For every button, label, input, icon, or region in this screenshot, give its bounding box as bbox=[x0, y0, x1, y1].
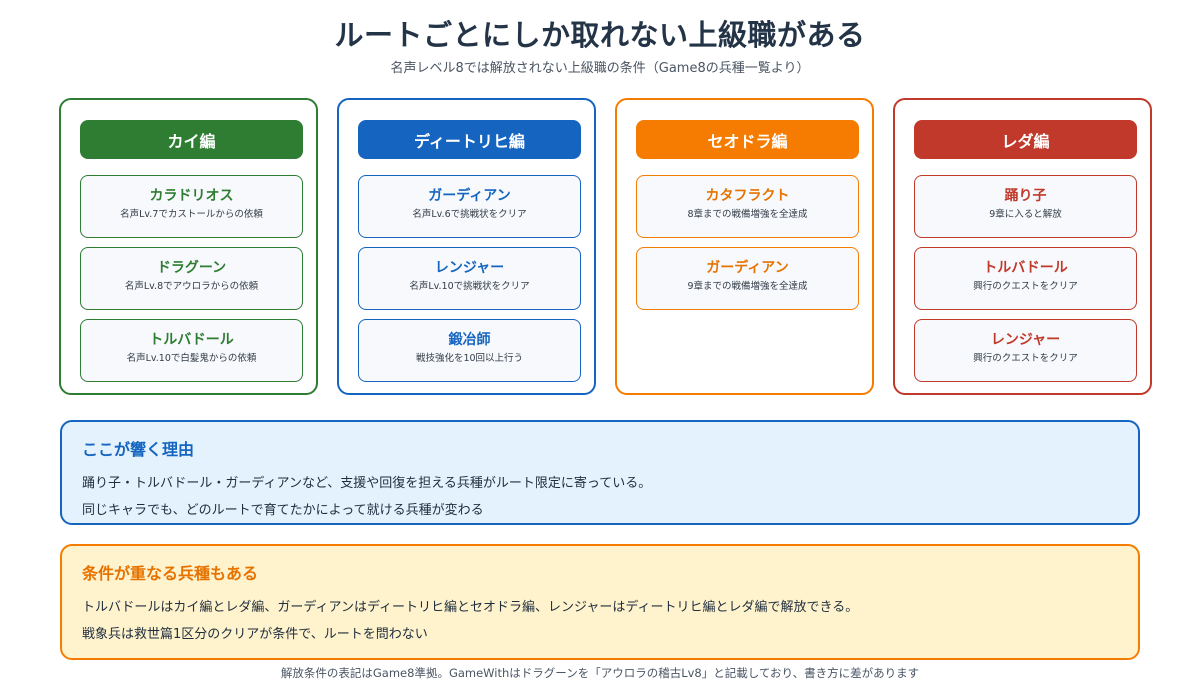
route-card-leda: レダ編 踊り子 9章に入ると解放 トルバドール 興行のクエストをクリア レンジャ… bbox=[893, 98, 1152, 395]
job-card-kai-1: カラドリオス 名声Lv.7でカストールからの依頼 bbox=[80, 175, 303, 238]
footnote: 解放条件の表記はGame8準拠。GameWithはドラグーンを「アウロラの稽古L… bbox=[280, 666, 920, 680]
route-card-kai: カイ編 カラドリオス 名声Lv.7でカストールからの依頼 ドラグーン 名声Lv.… bbox=[59, 98, 318, 395]
job-card-dietrich-1: ガーディアン 名声Lv.6で挑戦状をクリア bbox=[358, 175, 581, 238]
route-card-theodora: セオドラ編 カタフラクト 8章までの戦備増強を全達成 ガーディアン 9章までの戦… bbox=[615, 98, 874, 395]
job-condition: 興行のクエストをクリア bbox=[973, 281, 1078, 292]
job-name: ガーディアン bbox=[706, 260, 789, 276]
job-name: ドラグーン bbox=[156, 260, 227, 276]
reason-line-2: 同じキャラでも、どのルートで育てたかによって就ける兵種が変わる bbox=[82, 503, 484, 518]
job-name: レンジャー bbox=[990, 332, 1061, 348]
overlap-line-1: トルバドールはカイ編とレダ編、ガーディアンはディートリヒ編とセオドラ編、レンジャ… bbox=[82, 600, 859, 615]
route-header-kai: カイ編 bbox=[80, 120, 303, 159]
job-card-leda-1: 踊り子 9章に入ると解放 bbox=[914, 175, 1137, 238]
overlap-line-2: 戦象兵は救世篇1区分のクリアが条件で、ルートを問わない bbox=[82, 627, 428, 642]
job-name: 鍛冶師 bbox=[448, 332, 491, 348]
route-header-dietrich: ディートリヒ編 bbox=[358, 120, 581, 159]
job-name: トルバドール bbox=[983, 260, 1068, 276]
job-card-kai-3: トルバドール 名声Lv.10で白髪鬼からの依頼 bbox=[80, 319, 303, 382]
job-condition: 8章までの戦備増強を全達成 bbox=[687, 209, 808, 220]
job-condition: 名声Lv.10で挑戦状をクリア bbox=[409, 281, 530, 292]
route-header-theodora: セオドラ編 bbox=[636, 120, 859, 159]
overlap-box: 条件が重なる兵種もある トルバドールはカイ編とレダ編、ガーディアンはディートリヒ… bbox=[60, 544, 1140, 660]
reason-box: ここが響く理由 踊り子・トルバドール・ガーディアンなど、支援や回復を担える兵種が… bbox=[60, 420, 1140, 525]
job-condition: 9章までの戦備増強を全達成 bbox=[687, 281, 808, 292]
job-name: ガーディアン bbox=[428, 188, 511, 204]
job-condition: 名声Lv.7でカストールからの依頼 bbox=[120, 209, 263, 220]
page-title: ルートごとにしか取れない上級職がある bbox=[334, 18, 866, 52]
job-name: レンジャー bbox=[434, 260, 505, 276]
job-card-dietrich-3: 鍛冶師 戦技強化を10回以上行う bbox=[358, 319, 581, 382]
job-condition: 戦技強化を10回以上行う bbox=[415, 353, 524, 364]
job-card-leda-2: トルバドール 興行のクエストをクリア bbox=[914, 247, 1137, 310]
job-name: カラドリオス bbox=[149, 188, 234, 204]
job-card-dietrich-2: レンジャー 名声Lv.10で挑戦状をクリア bbox=[358, 247, 581, 310]
job-condition: 名声Lv.10で白髪鬼からの依頼 bbox=[126, 353, 257, 364]
job-condition: 興行のクエストをクリア bbox=[973, 353, 1078, 364]
reason-line-1: 踊り子・トルバドール・ガーディアンなど、支援や回復を担える兵種がルート限定に寄っ… bbox=[82, 476, 652, 491]
job-card-leda-3: レンジャー 興行のクエストをクリア bbox=[914, 319, 1137, 382]
overlap-title: 条件が重なる兵種もある bbox=[82, 564, 259, 583]
job-name: カタフラクト bbox=[705, 188, 790, 204]
job-condition: 名声Lv.8でアウロラからの依頼 bbox=[124, 281, 259, 292]
job-name: 踊り子 bbox=[1004, 188, 1047, 204]
route-header-leda: レダ編 bbox=[914, 120, 1137, 159]
job-card-theodora-1: カタフラクト 8章までの戦備増強を全達成 bbox=[636, 175, 859, 238]
job-condition: 9章に入ると解放 bbox=[989, 209, 1062, 220]
job-name: トルバドール bbox=[149, 332, 234, 348]
route-card-dietrich: ディートリヒ編 ガーディアン 名声Lv.6で挑戦状をクリア レンジャー 名声Lv… bbox=[337, 98, 596, 395]
job-card-kai-2: ドラグーン 名声Lv.8でアウロラからの依頼 bbox=[80, 247, 303, 310]
reason-title: ここが響く理由 bbox=[82, 440, 195, 459]
job-condition: 名声Lv.6で挑戦状をクリア bbox=[412, 209, 527, 220]
job-card-theodora-2: ガーディアン 9章までの戦備増強を全達成 bbox=[636, 247, 859, 310]
page-subtitle: 名声レベル8では解放されない上級職の条件（Game8の兵種一覧より） bbox=[390, 61, 810, 76]
